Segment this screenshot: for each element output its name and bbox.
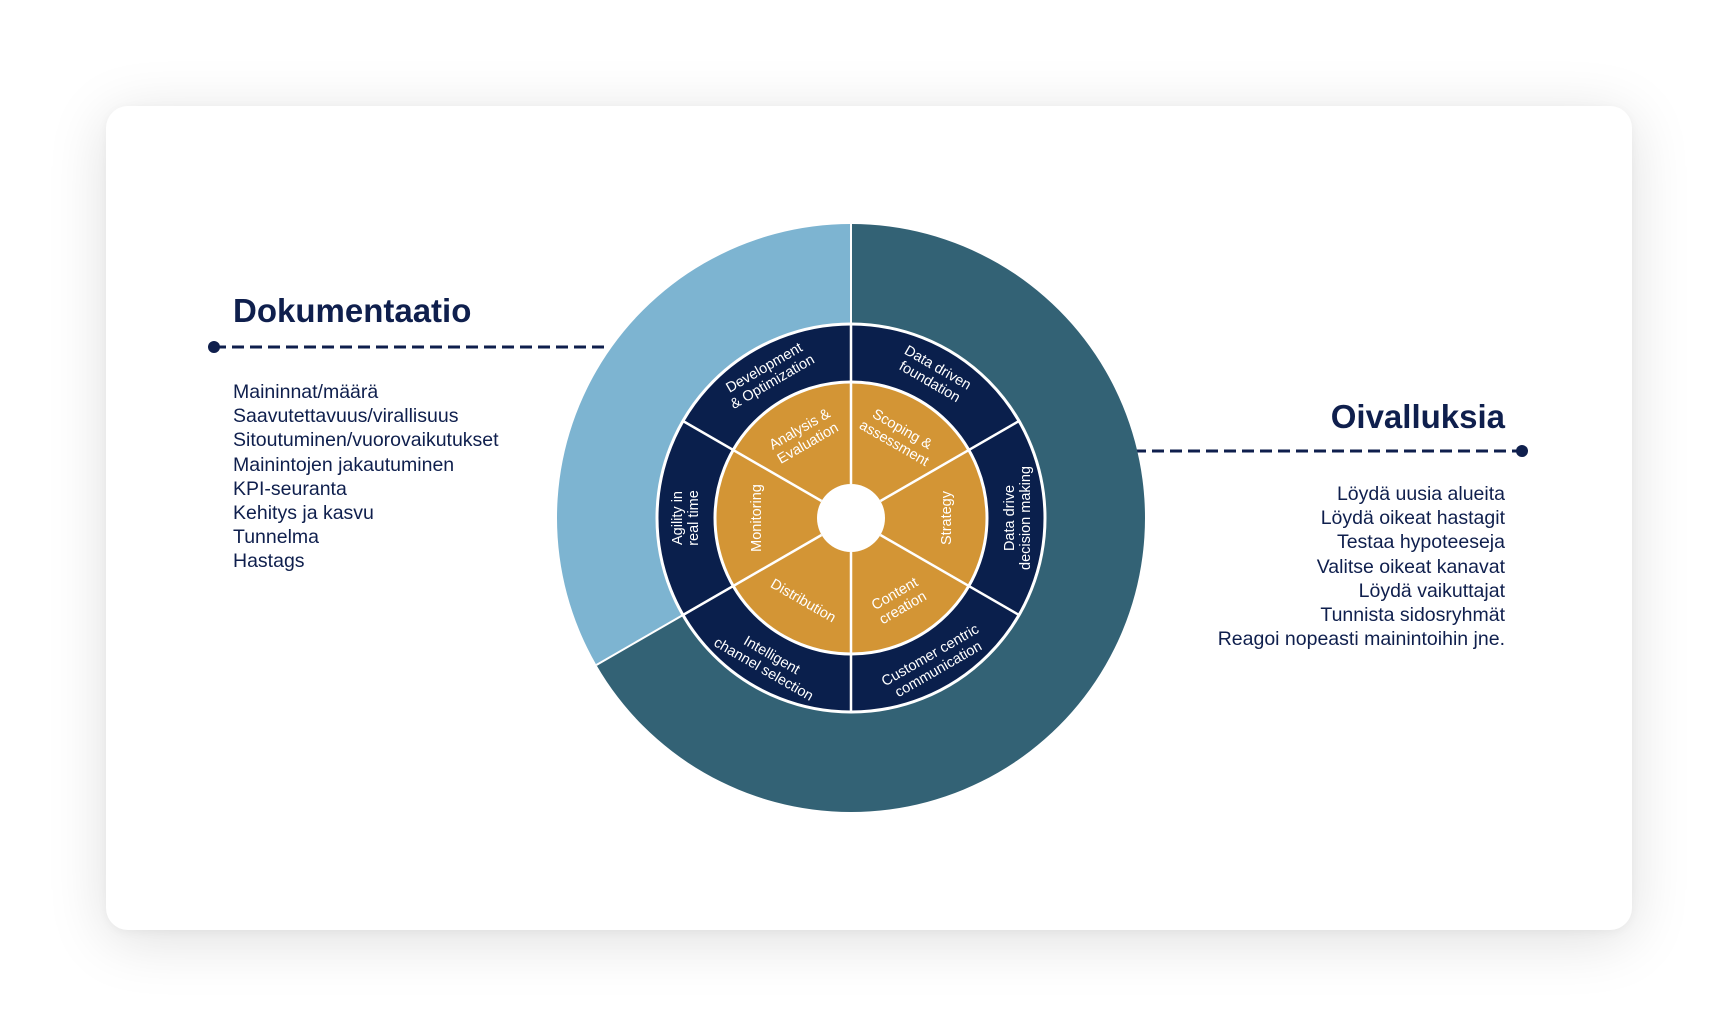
list-item: Löydä vaikuttajat [1358,579,1505,602]
list-item: Tunnelma [233,526,319,549]
segment-label-line: Agility in [670,491,686,545]
inner-segment-label: Strategy [939,490,955,545]
list-item: Sitoutuminen/vuorovaikutukset [233,429,499,452]
left-panel-list: Maininnat/määrä Saavutettavuus/virallisu… [233,380,499,574]
list-item: Mainintojen jakautuminen [233,453,455,476]
outer-ring-dark-segment [596,224,1145,812]
segment-label-line: Strategy [939,490,955,545]
right-panel-list: Löydä uusia alueita Löydä oikeat hastagi… [1218,482,1505,651]
outer-ring-divider [595,614,684,666]
list-item: Hastags [233,550,305,573]
segment-label-line: real time [686,490,702,546]
list-item: Löydä oikeat hastagit [1320,507,1505,530]
list-item: Valitse oikeat kanavat [1316,555,1505,578]
list-item: Testaa hypoteeseja [1336,531,1505,554]
list-item: Maininnat/määrä [233,381,379,403]
list-item: Reagoi nopeasti mainintoihin jne. [1217,628,1505,651]
wheel-center [817,484,885,552]
list-item: Kehitys ja kasvu [233,502,374,525]
wheel-divider [879,533,1020,617]
list-item: Tunnista sidosryhmät [1320,604,1505,627]
inner-segment-label: Monitoring [749,484,765,552]
wheel-divider [879,419,1020,503]
segment-label-line: Monitoring [749,484,765,552]
wheel-divider [682,533,823,617]
segment-label-line: Data drive [1002,485,1018,551]
right-panel-title: Oivalluksia [1330,398,1505,435]
list-item: KPI-seuranta [233,477,347,500]
wheel-divider [682,419,823,503]
left-panel-title: Dokumentaatio [233,292,472,329]
outer-ring-light-segment [557,224,851,665]
list-item: Löydä uusia alueita [1336,483,1505,505]
segment-label-line: decision making [1018,466,1034,570]
list-item: Saavutettavuus/virallisuus [233,405,459,428]
